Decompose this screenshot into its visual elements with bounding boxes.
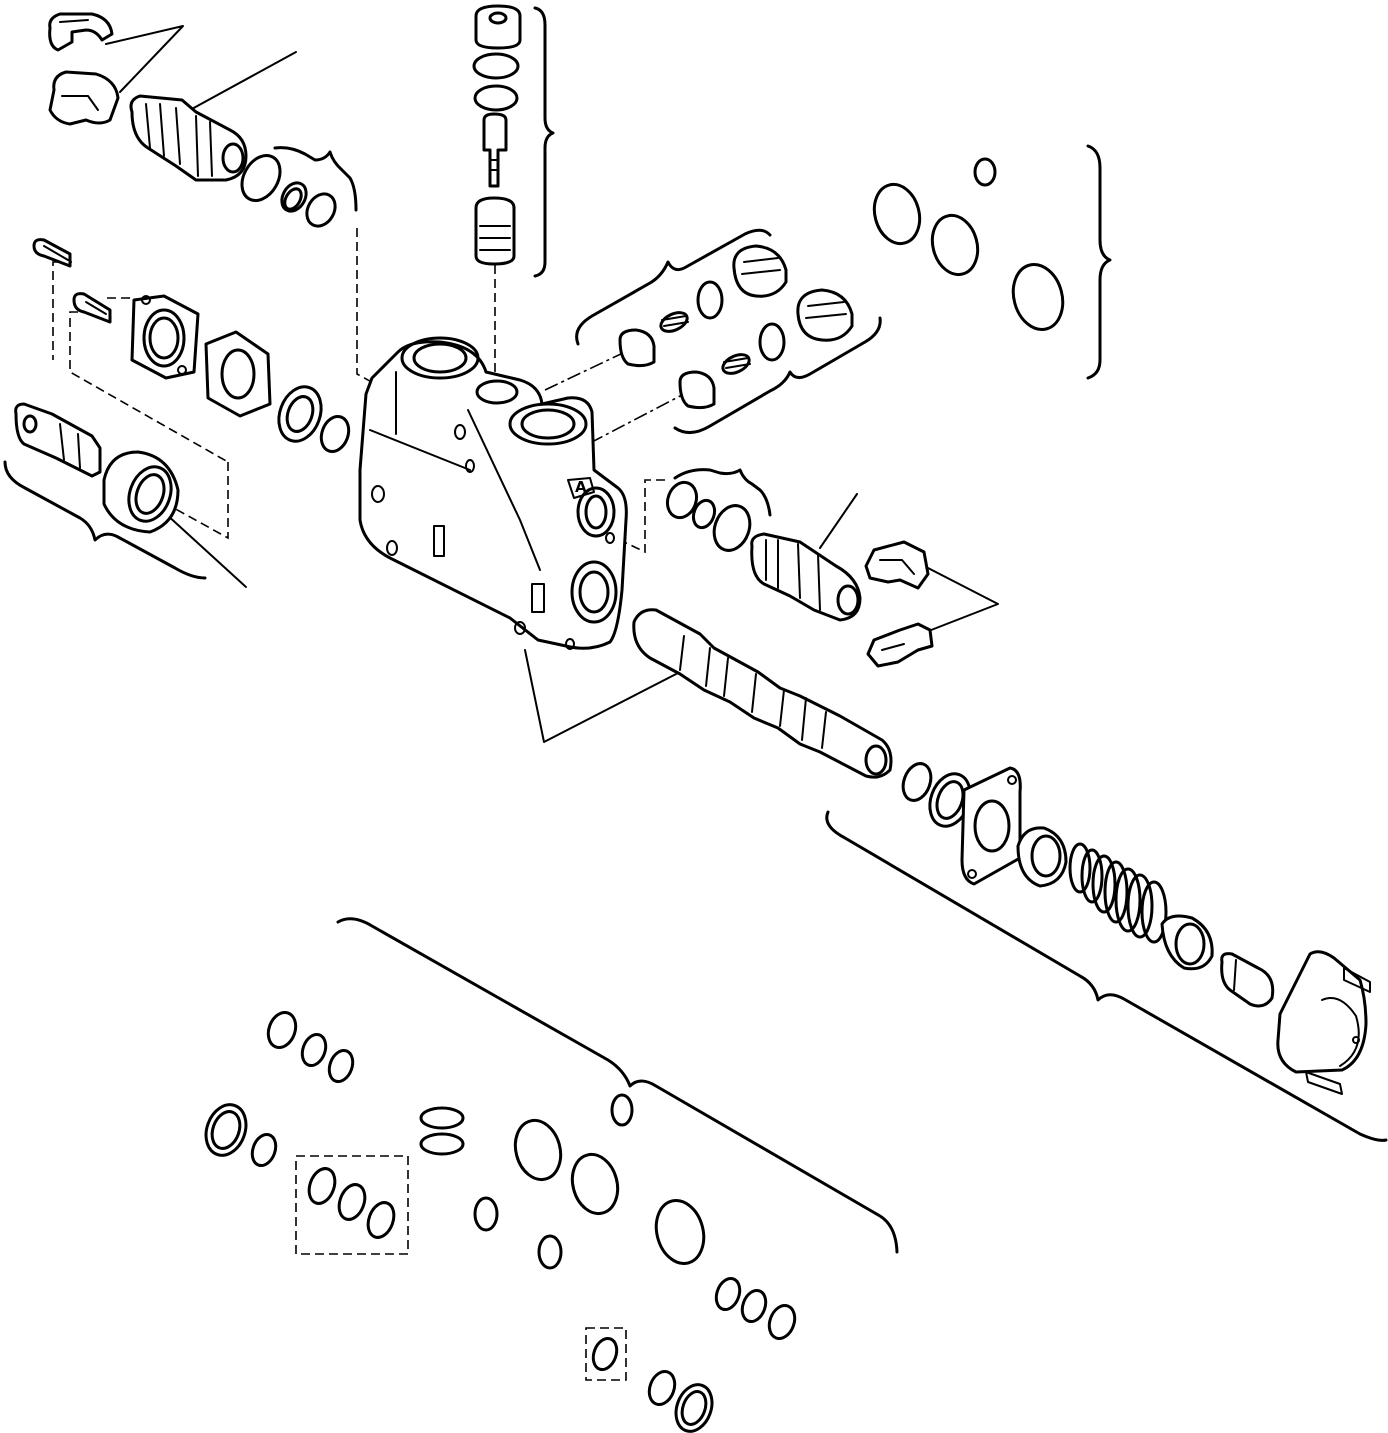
valve-section-body: A (358, 336, 628, 650)
spool-end-components-right (901, 762, 1068, 888)
grouping-braces (3, 6, 1388, 1254)
main-spool (632, 608, 893, 779)
large-o-rings-upper-right (872, 157, 1065, 331)
retaining-clip-lower (48, 70, 120, 126)
optional-o-ring-single-box (585, 1327, 627, 1381)
optional-o-ring-set-box (295, 1155, 409, 1255)
return-spring (1068, 842, 1214, 971)
check-valve-stack (472, 4, 522, 266)
spool-end-left (14, 402, 102, 478)
retaining-clips-right (864, 540, 934, 668)
plungers-and-springs (618, 244, 854, 410)
cap-bolt-and-end-cap (1220, 950, 1371, 1095)
port-marking-label: A (575, 478, 587, 496)
alignment-lines (52, 228, 683, 554)
o-rings-right-relief (665, 480, 752, 552)
relief-valve-cartridge-left (129, 94, 248, 182)
leader-lines (105, 25, 999, 743)
seal-retainer-left (102, 450, 180, 534)
retaining-clip-upper (48, 12, 114, 52)
bolts-and-flanges-left (32, 238, 351, 453)
relief-valve-cartridge-right (750, 532, 862, 622)
seal-kit-o-rings (204, 1011, 797, 1433)
o-rings-left-relief (240, 154, 337, 228)
